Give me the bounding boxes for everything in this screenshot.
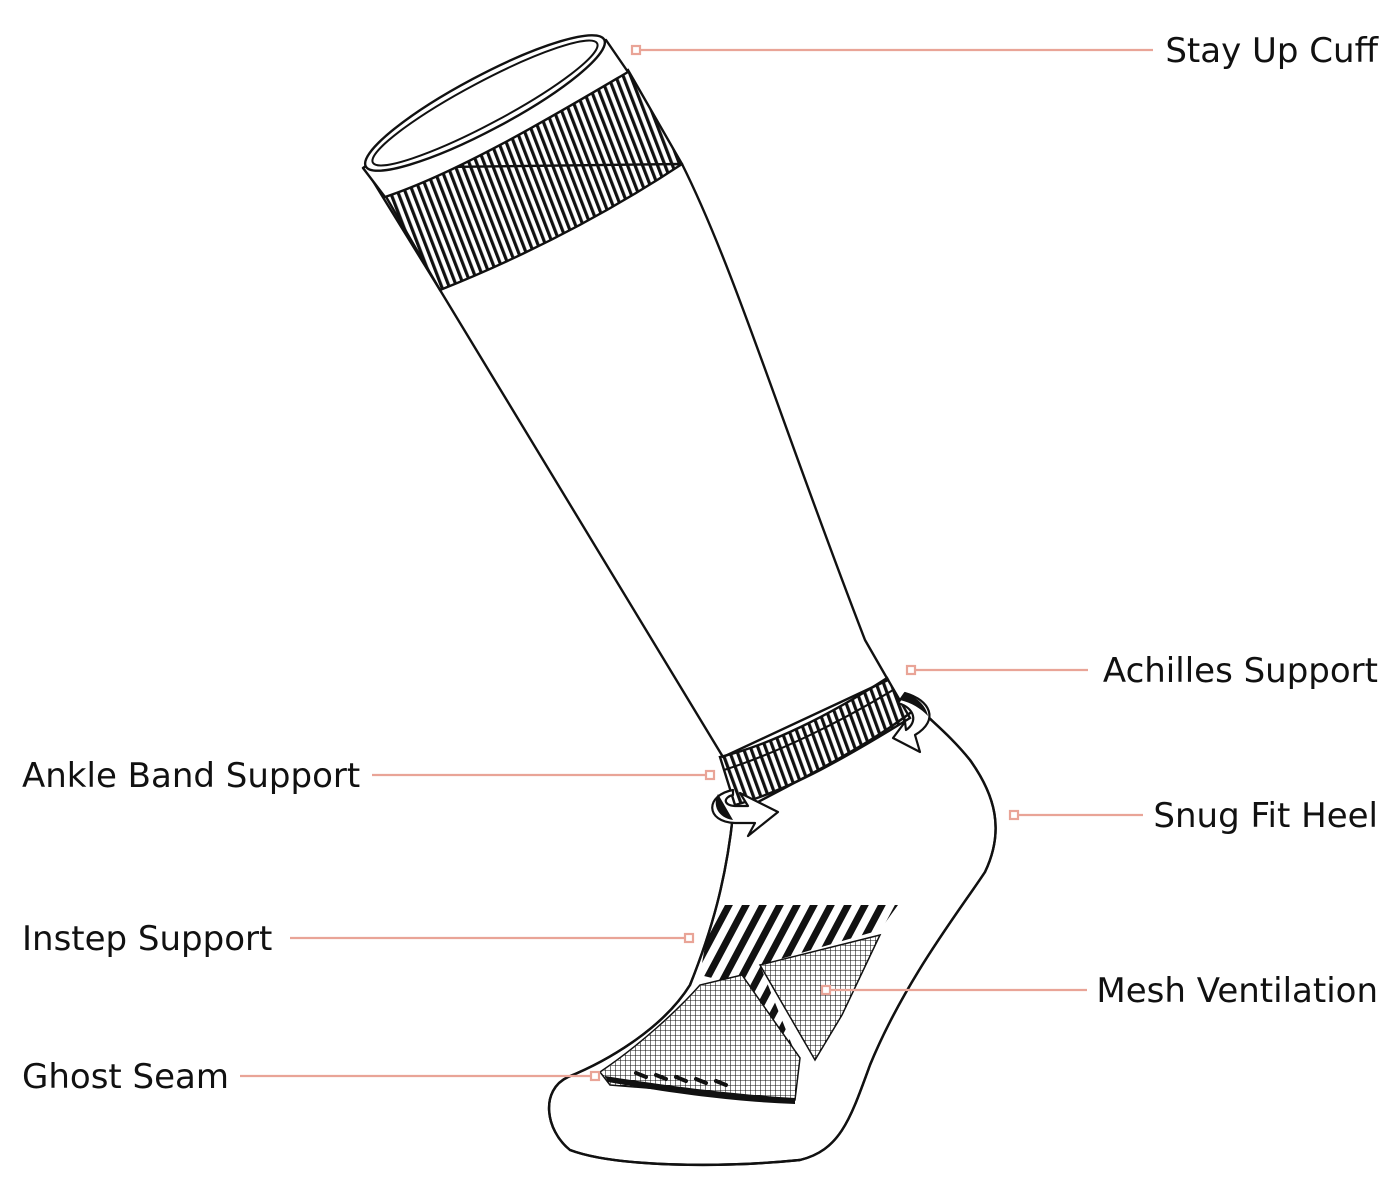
ankle-rib-band [718, 676, 912, 807]
leader-anchor [820, 984, 832, 996]
callout-instep-support: Instep Support [22, 919, 695, 959]
callout-mesh-ventilation: Mesh Ventilation [820, 971, 1378, 1011]
leader-anchor [630, 44, 642, 56]
ghost-seam-band [605, 1076, 795, 1104]
callouts: Stay Up Cuff Achilles Support Ankle Band… [22, 31, 1380, 1097]
leader-anchor [1008, 809, 1020, 821]
label-achilles-support: Achilles Support [1103, 651, 1378, 691]
leader-anchor [589, 1070, 601, 1082]
label-instep-support: Instep Support [22, 919, 272, 959]
callout-achilles-support: Achilles Support [905, 651, 1378, 691]
callout-snug-fit-heel: Snug Fit Heel [1008, 796, 1378, 836]
label-stay-up-cuff: Stay Up Cuff [1165, 31, 1379, 71]
sock-illustration [361, 34, 997, 1167]
callout-ghost-seam: Ghost Seam [22, 1057, 601, 1097]
sock-foot [547, 705, 997, 1167]
leader-anchor [683, 932, 695, 944]
ankle-band-arrow-icon [711, 788, 780, 838]
instep-support-stripes [700, 905, 898, 1065]
mesh-panel-lower [598, 974, 801, 1101]
sock-leg [363, 162, 890, 759]
callout-ankle-band-support: Ankle Band Support [22, 756, 716, 796]
ghost-seam-dashes [634, 1071, 728, 1087]
label-ankle-band-support: Ankle Band Support [22, 756, 360, 796]
mesh-panel-upper [758, 933, 882, 1062]
leader-anchor [905, 664, 917, 676]
label-ghost-seam: Ghost Seam [22, 1057, 229, 1097]
callout-stay-up-cuff: Stay Up Cuff [630, 31, 1380, 71]
leader-anchor [704, 769, 716, 781]
cuff-top [361, 34, 630, 199]
label-snug-fit-heel: Snug Fit Heel [1153, 796, 1378, 836]
label-mesh-ventilation: Mesh Ventilation [1096, 971, 1378, 1011]
achilles-arrow-icon [891, 691, 931, 754]
